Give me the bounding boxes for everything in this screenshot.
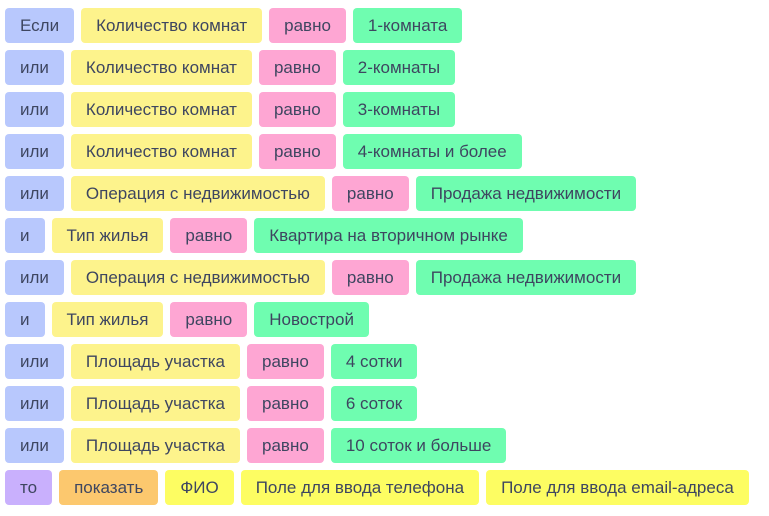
value-chip[interactable]: 1-комната [352, 8, 463, 43]
connector-chip[interactable]: или [5, 344, 64, 379]
condition-row: или Количество комнат равно 4-комнаты и … [5, 134, 749, 169]
rule-builder: Если Количество комнат равно 1-комната и… [5, 8, 749, 512]
connector-chip[interactable]: или [5, 386, 64, 421]
operator-chip[interactable]: равно [247, 428, 324, 463]
connector-chip[interactable]: или [5, 50, 64, 85]
operator-chip[interactable]: равно [258, 50, 336, 85]
condition-row: и Тип жилья равно Квартира на вторичном … [5, 218, 749, 253]
operator-chip[interactable]: равно [331, 176, 409, 211]
field-chip[interactable]: Количество комнат [70, 50, 252, 85]
target-chip-name[interactable]: ФИО [165, 470, 234, 505]
value-chip[interactable]: Продажа недвижимости [415, 176, 637, 211]
field-chip[interactable]: Количество комнат [70, 92, 252, 127]
connector-chip[interactable]: или [5, 176, 64, 211]
connector-chip[interactable]: или [5, 134, 64, 169]
field-chip[interactable]: Операция с недвижимостью [70, 260, 325, 295]
connector-chip[interactable]: и [5, 218, 45, 253]
condition-row: или Количество комнат равно 3-комнаты [5, 92, 749, 127]
value-chip[interactable]: 3-комнаты [342, 92, 456, 127]
condition-row: или Операция с недвижимостью равно Прода… [5, 260, 749, 295]
value-chip[interactable]: Новострой [254, 302, 369, 337]
condition-row: или Площадь участка равно 4 сотки [5, 344, 749, 379]
connector-chip[interactable]: или [5, 428, 64, 463]
value-chip[interactable]: 4 сотки [330, 344, 418, 379]
operator-chip[interactable]: равно [258, 92, 336, 127]
field-chip[interactable]: Площадь участка [70, 386, 241, 421]
value-chip[interactable]: Продажа недвижимости [415, 260, 637, 295]
operator-chip[interactable]: равно [331, 260, 409, 295]
field-chip[interactable]: Количество комнат [81, 8, 263, 43]
operator-chip[interactable]: равно [247, 386, 324, 421]
condition-row: или Количество комнат равно 2-комнаты [5, 50, 749, 85]
target-chip-phone[interactable]: Поле для ввода телефона [240, 470, 480, 505]
field-chip[interactable]: Тип жилья [51, 218, 164, 253]
condition-row: или Площадь участка равно 10 соток и бол… [5, 428, 749, 463]
field-chip[interactable]: Площадь участка [70, 428, 241, 463]
connector-chip[interactable]: или [5, 92, 64, 127]
field-chip[interactable]: Площадь участка [70, 344, 241, 379]
field-chip[interactable]: Количество комнат [70, 134, 252, 169]
value-chip[interactable]: 6 соток [330, 386, 418, 421]
then-chip[interactable]: то [5, 470, 53, 505]
connector-chip[interactable]: или [5, 260, 64, 295]
connector-chip[interactable]: Если [5, 8, 75, 43]
value-chip[interactable]: 10 соток и больше [330, 428, 507, 463]
field-chip[interactable]: Тип жилья [51, 302, 164, 337]
connector-chip[interactable]: и [5, 302, 45, 337]
value-chip[interactable]: 4-комнаты и более [342, 134, 522, 169]
target-chip-email[interactable]: Поле для ввода email-адреса [486, 470, 749, 505]
operator-chip[interactable]: равно [170, 302, 248, 337]
condition-row: или Операция с недвижимостью равно Прода… [5, 176, 749, 211]
result-row: то показать ФИО Поле для ввода телефона … [5, 470, 749, 505]
operator-chip[interactable]: равно [258, 134, 336, 169]
value-chip[interactable]: 2-комнаты [342, 50, 456, 85]
operator-chip[interactable]: равно [170, 218, 248, 253]
condition-row: Если Количество комнат равно 1-комната [5, 8, 749, 43]
value-chip[interactable]: Квартира на вторичном рынке [254, 218, 523, 253]
condition-row: или Площадь участка равно 6 соток [5, 386, 749, 421]
field-chip[interactable]: Операция с недвижимостью [70, 176, 325, 211]
condition-row: и Тип жилья равно Новострой [5, 302, 749, 337]
operator-chip[interactable]: равно [247, 344, 324, 379]
action-chip[interactable]: показать [59, 470, 159, 505]
operator-chip[interactable]: равно [269, 8, 346, 43]
